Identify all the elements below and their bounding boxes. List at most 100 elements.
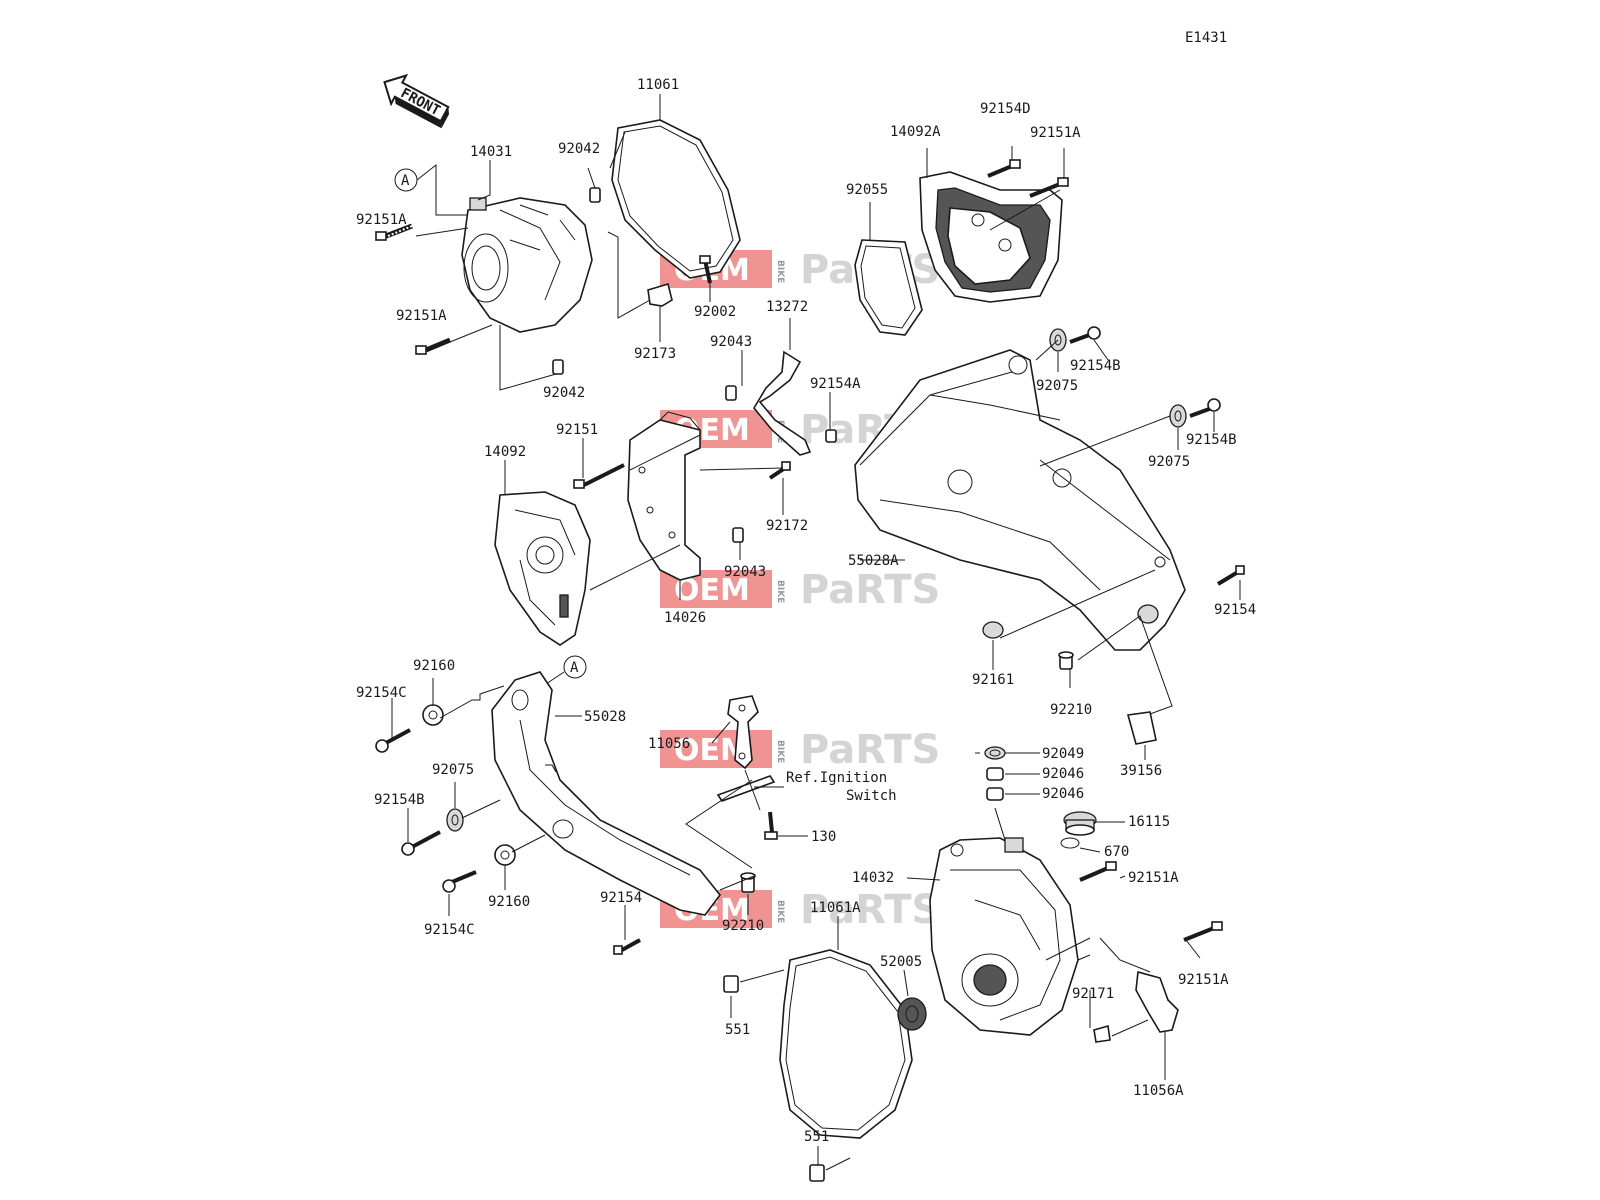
label-92154-1: 92154 [1214, 602, 1256, 618]
bracket-11056 [727, 695, 759, 770]
label-670: 670 [1104, 844, 1129, 860]
grommet-92160-2 [494, 844, 516, 866]
label-11061: 11061 [637, 77, 679, 93]
label-11056: 11056 [648, 736, 690, 752]
bolt-92002 [699, 255, 712, 284]
collar-92210-2 [740, 872, 756, 893]
svg-text:PaRTS: PaRTS [800, 567, 940, 613]
label-92173: 92173 [634, 346, 676, 362]
bolt-92151A-2 [415, 337, 451, 355]
label-11056A: 11056A [1133, 1083, 1184, 1099]
bolt-92154-2 [613, 938, 641, 955]
label-92154C-2: 92154C [424, 922, 475, 938]
bolt-92154C-2 [442, 870, 477, 893]
label-92171: 92171 [1072, 986, 1114, 1002]
clamp-92171 [1093, 1024, 1111, 1043]
clutch-cover-14032 [929, 837, 1079, 1036]
bolt-92151A-1 [375, 223, 413, 241]
dowel-92042-bottom [552, 359, 564, 375]
callout-a-bottom: A [539, 655, 587, 689]
svg-text:BIKE: BIKE [775, 260, 785, 283]
bush-92046-1 [986, 767, 1004, 781]
gasket-11061 [611, 119, 741, 279]
bolt-92154A [825, 429, 837, 443]
watermark-3: OEM BIKE PaRTS [660, 567, 940, 613]
bolt-92151A-4 [1079, 861, 1117, 882]
label-92154C-1: 92154C [356, 685, 407, 701]
sight-glass-52005 [897, 997, 927, 1031]
filler-cap-16115 [1063, 811, 1097, 836]
label-92154B-3: 92154B [374, 792, 425, 808]
svg-text:A: A [401, 173, 410, 189]
label-92151A-5: 92151A [1178, 972, 1229, 988]
label-92002: 92002 [694, 304, 736, 320]
label-551-1: 551 [725, 1022, 750, 1038]
dowel-551-1 [723, 975, 739, 993]
label-92151A-3: 92151A [1030, 125, 1081, 141]
gasket-11061A [779, 949, 913, 1139]
label-92210-2: 92210 [722, 918, 764, 934]
label-14031: 14031 [470, 144, 512, 160]
bracket-14026 [627, 411, 701, 581]
label-92154-2: 92154 [600, 890, 642, 906]
rubber-39156 [1126, 711, 1157, 745]
label-92055: 92055 [846, 182, 888, 198]
bracket-11056A [1135, 970, 1179, 1033]
svg-text:PaRTS: PaRTS [800, 727, 940, 773]
label-55028A: 55028A [848, 553, 899, 569]
dowel-92043-bottom [732, 527, 744, 543]
part-labels: 11061 14031 92042 92151A 92151A 92042 92… [356, 77, 1256, 1145]
label-92043-bottom: 92043 [724, 564, 766, 580]
bolt-92154B-2 [1189, 398, 1221, 418]
label-92151A-2: 92151A [396, 308, 447, 324]
cover-14092A [919, 171, 1063, 303]
svg-text:BIKE: BIKE [775, 900, 785, 923]
grommet-92160-1 [422, 704, 444, 726]
bolt-92151A-5 [1183, 921, 1223, 942]
cap-92161 [982, 621, 1004, 639]
label-92210-1: 92210 [1050, 702, 1092, 718]
dowel-92042-top [589, 187, 601, 203]
o-ring-670 [1060, 837, 1080, 849]
label-92161: 92161 [972, 672, 1014, 688]
ref-ignition-note-line2: Switch [846, 788, 897, 804]
bolt-92151A-3 [1029, 177, 1069, 198]
grommet-92075-2 [1169, 404, 1187, 428]
seal-92049 [984, 746, 1006, 760]
bolt-92154C-1 [375, 728, 411, 753]
bolt-92154B-3 [401, 830, 441, 856]
label-55028: 55028 [584, 709, 626, 725]
cover-55028A [854, 349, 1186, 651]
plate-13272 [753, 350, 812, 456]
clamp-92173 [647, 282, 673, 307]
callout-a-top: A [394, 163, 470, 216]
label-39156: 39156 [1120, 763, 1162, 779]
label-92154B-2: 92154B [1186, 432, 1237, 448]
label-52005: 52005 [880, 954, 922, 970]
cover-55028 [491, 671, 722, 916]
label-92042-top: 92042 [558, 141, 600, 157]
label-92075-1: 92075 [1036, 378, 1078, 394]
dowel-551-2 [809, 1164, 825, 1182]
collar-92210-1 [1058, 651, 1074, 670]
label-92046-2: 92046 [1042, 786, 1084, 802]
label-14032: 14032 [852, 870, 894, 886]
label-92043-top: 92043 [710, 334, 752, 350]
label-92154D: 92154D [980, 101, 1031, 117]
label-92160-1: 92160 [413, 658, 455, 674]
svg-text:BIKE: BIKE [775, 580, 785, 603]
label-14092A: 14092A [890, 124, 941, 140]
generator-cover-14031 [461, 197, 593, 333]
bolt-92154B-1 [1069, 326, 1101, 344]
label-92151A-4: 92151A [1128, 870, 1179, 886]
label-92151A-1: 92151A [356, 212, 407, 228]
label-16115: 16115 [1128, 814, 1170, 830]
diagram-id: E1431 [1185, 30, 1227, 46]
label-92154B-1: 92154B [1070, 358, 1121, 374]
ref-ignition-note-line1: Ref.Ignition [786, 770, 887, 786]
label-92049: 92049 [1042, 746, 1084, 762]
bolt-130 [764, 811, 778, 840]
gasket-92055 [854, 239, 923, 336]
leader-lines [391, 94, 1241, 1171]
